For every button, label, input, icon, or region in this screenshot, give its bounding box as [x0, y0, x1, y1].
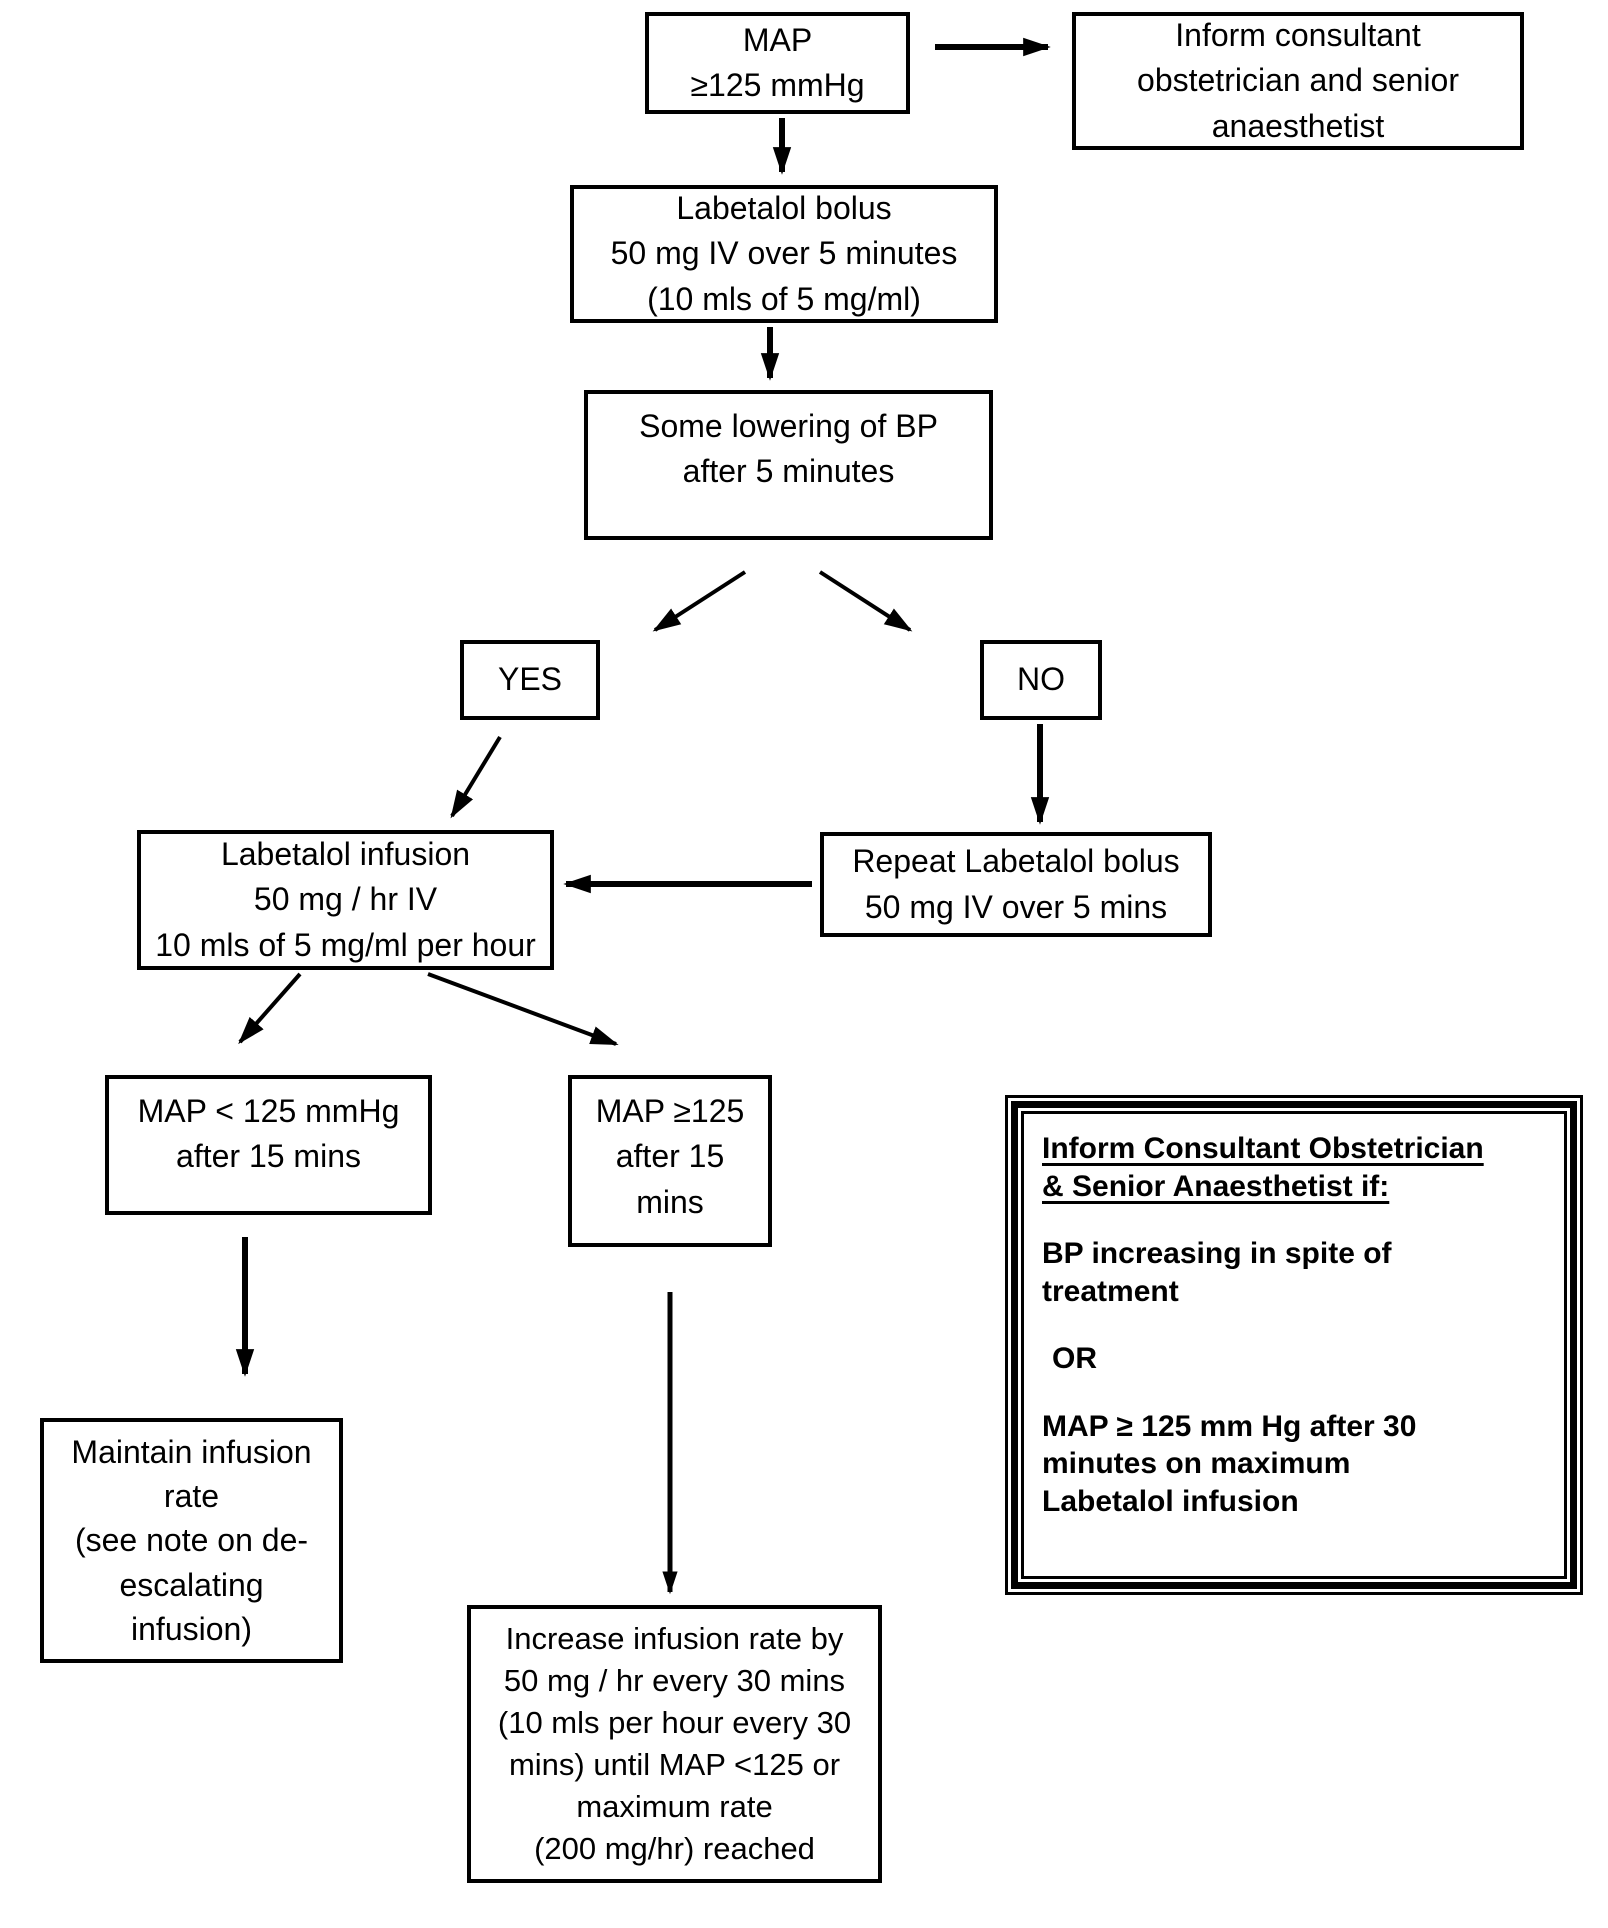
text-line: infusion) — [131, 1610, 252, 1647]
map-above-125-box: MAP ≥125 after 15 mins — [568, 1075, 772, 1247]
text-line: Inform Consultant Obstetrician — [1042, 1132, 1484, 1165]
text-line: 50 mg IV over 5 minutes — [610, 235, 958, 272]
arrow-infusion-to-map-low — [238, 972, 302, 1045]
text-line: maximum rate — [576, 1789, 773, 1825]
text-line: 10 mls of 5 mg/ml per hour — [155, 926, 536, 963]
text-line: Inform consultant — [1175, 16, 1421, 53]
text-line: Maintain infusion — [71, 1434, 312, 1471]
map-below-125-box: MAP < 125 mmHg after 15 mins — [105, 1075, 432, 1215]
text-line: after 5 minutes — [682, 453, 895, 490]
bp-lowering-box: Some lowering of BP after 5 minutes — [584, 390, 993, 540]
text-line: Labetalol bolus — [676, 189, 892, 226]
text-line: (10 mls per hour every 30 — [497, 1704, 852, 1740]
labetalol-bolus-box: Labetalol bolus 50 mg IV over 5 minutes … — [570, 185, 998, 323]
text-line: MAP — [742, 21, 813, 58]
text-line: 50 mg / hr IV — [253, 881, 438, 918]
text-line: Labetalol infusion — [220, 835, 471, 872]
blank-line — [1042, 1310, 1546, 1340]
text-line: Some lowering of BP — [639, 408, 938, 444]
text-line: (200 mg/hr) reached — [534, 1831, 815, 1867]
inform-if-box-middle-border: Inform Consultant Obstetrician & Senior … — [1011, 1101, 1577, 1589]
no-box: NO — [980, 640, 1102, 720]
map-125-box: MAP ≥125 mmHg — [645, 12, 910, 114]
text-line: after 15 — [615, 1138, 725, 1175]
text-line: (see note on de- — [74, 1522, 309, 1559]
no-label: NO — [1017, 661, 1065, 698]
text-line: rate — [163, 1478, 220, 1515]
text-line: MAP < 125 mmHg — [137, 1093, 400, 1129]
arrow-yes-to-infusion — [450, 735, 502, 819]
yes-box: YES — [460, 640, 600, 720]
text-line: ≥125 mmHg — [690, 67, 865, 103]
text-line: escalating — [119, 1566, 264, 1603]
text-line: mins) until MAP <125 or — [508, 1747, 841, 1782]
labetalol-infusion-box: Labetalol infusion 50 mg / hr IV 10 mls … — [137, 830, 554, 970]
text-line: obstetrician and senior — [1137, 62, 1459, 99]
text-line: Repeat Labetalol bolus — [852, 843, 1180, 880]
text-line: Increase infusion rate by — [505, 1620, 844, 1656]
text-line: anaesthetist — [1211, 107, 1385, 144]
blank-line — [1042, 1205, 1546, 1235]
text-line: MAP ≥ 125 mm Hg after 30 — [1042, 1409, 1417, 1443]
blank-line — [1042, 1378, 1546, 1408]
inform-consultant-box: Inform consultant obstetrician and senio… — [1072, 12, 1524, 150]
increase-infusion-box: Increase infusion rate by 50 mg / hr eve… — [467, 1605, 882, 1883]
text-line: 50 mg IV over 5 mins — [864, 888, 1168, 925]
text-line: treatment — [1042, 1274, 1179, 1308]
text-line: mins — [636, 1183, 704, 1220]
or-label: OR — [1052, 1342, 1097, 1375]
text-line: MAP ≥125 — [595, 1093, 745, 1129]
text-line: & Senior Anaesthetist if: — [1042, 1169, 1390, 1203]
repeat-bolus-box: Repeat Labetalol bolus 50 mg IV over 5 m… — [820, 832, 1212, 937]
text-line: after 15 mins — [176, 1138, 361, 1175]
maintain-infusion-box: Maintain infusion rate (see note on de- … — [40, 1418, 343, 1663]
text-line: Labetalol infusion — [1042, 1484, 1299, 1518]
yes-label: YES — [497, 661, 563, 698]
inform-if-box-content: Inform Consultant Obstetrician & Senior … — [1021, 1111, 1567, 1579]
inform-if-box: Inform Consultant Obstetrician & Senior … — [1005, 1095, 1583, 1595]
text-line: 50 mg / hr every 30 mins — [503, 1662, 846, 1698]
arrow-lowering-to-yes — [652, 570, 747, 632]
text-line: (10 mls of 5 mg/ml) — [647, 280, 921, 317]
arrow-lowering-to-no — [818, 570, 913, 632]
text-line: minutes on maximum — [1042, 1447, 1351, 1480]
arrow-infusion-to-map-high — [427, 972, 619, 1046]
text-line: BP increasing in spite of — [1042, 1237, 1392, 1270]
